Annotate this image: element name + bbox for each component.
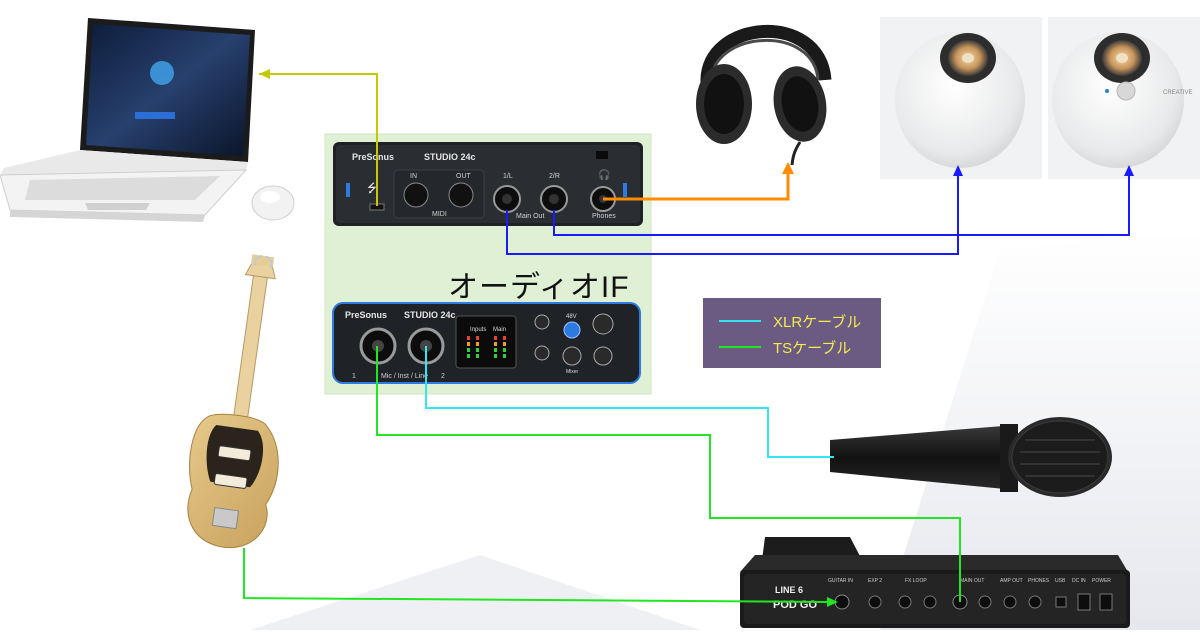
phones-volume-knob [593, 346, 613, 366]
out-1-label: 1/L [503, 173, 513, 180]
legend-label-xlr: XLRケーブル [773, 313, 862, 331]
audio-if-label: オーディオIF [448, 271, 630, 304]
guitar-in-label: GUITAR IN [828, 578, 853, 584]
headphones [696, 25, 832, 166]
gain-knob-2 [534, 345, 550, 361]
mixer-label: Mixer [566, 369, 579, 375]
dc-in-label: DC IN [1072, 578, 1086, 584]
speaker-left-arrowhead [953, 165, 963, 176]
legend-row-ts: TSケーブル [719, 337, 851, 357]
meter-inputs-label: Inputs [470, 327, 486, 333]
front-model-label: STUDIO 24c [404, 310, 456, 320]
phantom-power-button [563, 321, 581, 339]
meter-main-label: Main [493, 327, 506, 333]
input-type-label: Mic / Inst / Line [381, 373, 428, 380]
phantom-label: 48V [566, 314, 577, 320]
xlr-cable [425, 346, 834, 458]
out-2-label: 2/R [549, 173, 560, 180]
mixer-knob [562, 346, 582, 366]
legend-swatch-ts [719, 346, 761, 348]
speaker-brand: CREATIVE [1163, 90, 1193, 96]
usb-cable-arrowhead [259, 69, 270, 79]
headphone-icon: 🎧 [598, 168, 610, 181]
speaker-right: CREATIVE [1048, 17, 1200, 179]
main-out-label: Main Out [516, 213, 544, 220]
midi-out-port [448, 182, 474, 208]
ts-cable-pedal-to-if [376, 346, 961, 602]
legend-row-xlr: XLRケーブル [719, 311, 861, 331]
level-meter-display [455, 315, 517, 369]
background-shape [250, 555, 700, 630]
phones-label: Phones [592, 213, 616, 220]
input-1-label: 1 [352, 373, 356, 380]
main-out-pedal-label: MAIN OUT [960, 578, 984, 584]
input-2-label: 2 [441, 373, 445, 380]
headphone-cable [603, 164, 790, 201]
ts-cable-arrowhead [827, 597, 838, 607]
midi-in-port [403, 182, 429, 208]
speaker-right-arrowhead [1124, 165, 1134, 176]
mouse [251, 185, 295, 221]
speaker-left-cable [506, 168, 959, 255]
fx-loop-label: FX LOOP [905, 578, 927, 584]
midi-in-label: IN [410, 173, 417, 180]
usb-cable [259, 73, 378, 206]
midi-out-label: OUT [456, 173, 472, 180]
midi-label: MIDI [432, 211, 447, 218]
speaker-left [880, 17, 1042, 179]
speaker-right-cable [553, 168, 1130, 236]
pedal-usb-label: USB [1055, 578, 1066, 584]
rear-model-label: STUDIO 24c [424, 152, 476, 162]
microphone [830, 417, 1112, 497]
amp-out-label: AMP OUT [1000, 578, 1023, 584]
power-label: POWER [1092, 578, 1111, 584]
pedal-brand: LINE 6 [775, 585, 803, 595]
pedal-phones-label: PHONES [1028, 578, 1050, 584]
gain-knob-1 [534, 314, 550, 330]
main-volume-knob [592, 313, 614, 335]
ts-cable-guitar-to-pedal [243, 548, 831, 603]
legend-label-ts: TSケーブル [773, 339, 852, 357]
audio-if-front-panel: PreSonus STUDIO 24c 1 Mic / Inst / Line … [332, 302, 641, 384]
cable-legend: XLRケーブル TSケーブル [703, 298, 881, 368]
electric-guitar [187, 254, 279, 549]
audio-if-rear-panel: PreSonus STUDIO 24c ⭍ IN OUT MIDI 1/L 2/… [333, 142, 643, 226]
legend-swatch-xlr [719, 320, 761, 322]
front-brand-label: PreSonus [345, 310, 387, 320]
rear-brand-label: PreSonus [352, 152, 394, 162]
headphone-cable-arrowhead [782, 162, 794, 174]
usb-icon: ⭍ [367, 181, 377, 195]
pod-go-pedal: LINE 6 POD GO GUITAR IN EXP 2 FX LOOP MA… [740, 537, 1130, 628]
exp2-label: EXP 2 [868, 578, 882, 584]
laptop [0, 18, 255, 222]
